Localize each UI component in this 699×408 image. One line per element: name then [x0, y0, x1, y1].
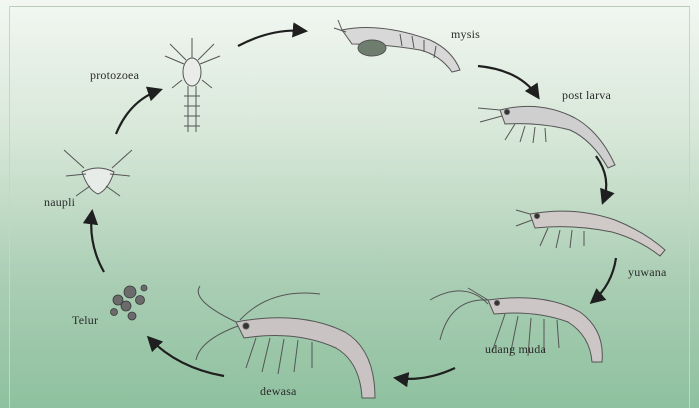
yuwana-illustration: [516, 210, 665, 256]
stage-label-yuwana: yuwana: [628, 265, 667, 280]
arrow-naupli-to-protozoea: [116, 90, 160, 134]
naupli-illustration: [64, 150, 132, 196]
arrow-mysis-to-post-larva: [478, 66, 538, 97]
stage-label-protozoea: protozoea: [90, 68, 139, 83]
stage-label-udang-muda: udang muda: [485, 342, 546, 357]
stage-label-telur: Telur: [72, 313, 98, 328]
mysis-illustration: [334, 20, 460, 72]
arrow-protozoea-to-mysis: [238, 31, 305, 46]
arrow-telur-to-naupli: [91, 212, 104, 272]
post-larva-illustration: [478, 106, 615, 168]
dewasa-illustration: [196, 286, 375, 398]
stage-label-post-larva: post larva: [562, 88, 611, 103]
stage-label-dewasa: dewasa: [260, 384, 297, 399]
telur-illustration: [111, 285, 148, 320]
arrow-udang-muda-to-dewasa: [396, 368, 455, 379]
arrow-yuwana-to-udang-muda: [592, 258, 616, 302]
arrow-dewasa-to-telur: [149, 338, 224, 376]
stage-label-naupli: naupli: [44, 195, 75, 210]
protozoea-illustration: [165, 38, 220, 132]
stage-label-mysis: mysis: [451, 27, 480, 42]
